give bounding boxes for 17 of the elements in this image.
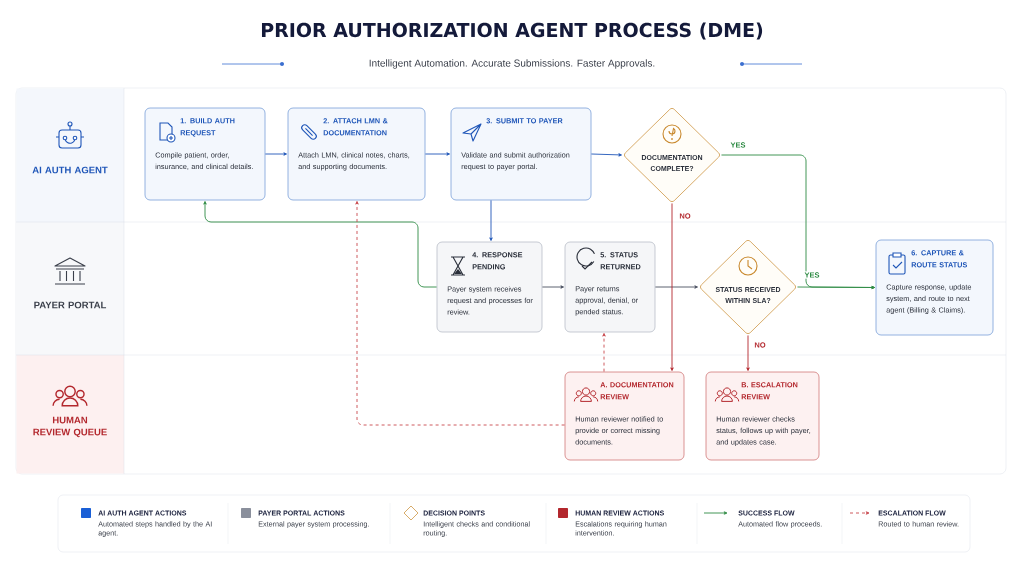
arrow: [602, 333, 606, 373]
arrow: [541, 285, 564, 289]
arrow: [489, 199, 493, 241]
lane-label: PAYER PORTAL: [34, 301, 107, 309]
arrow: [746, 335, 750, 371]
arrow: [264, 152, 287, 156]
arrow: [355, 201, 566, 426]
arrow: [203, 201, 438, 288]
arrow: [797, 285, 875, 290]
arrow: [670, 203, 674, 371]
title: PRIOR AUTHORIZATION AGENT PROCESS (DME): [262, 22, 763, 40]
lane-label: HUMAN REVIEW QUEUE: [33, 416, 107, 438]
arrow: [590, 153, 622, 157]
arrow: [654, 285, 698, 289]
subtitle: Intelligent Automation. Accurate Submissions. Faster Approvals.: [369, 59, 655, 69]
lane-label: AI AUTH AGENT: [32, 166, 108, 174]
arrow: [424, 152, 450, 156]
